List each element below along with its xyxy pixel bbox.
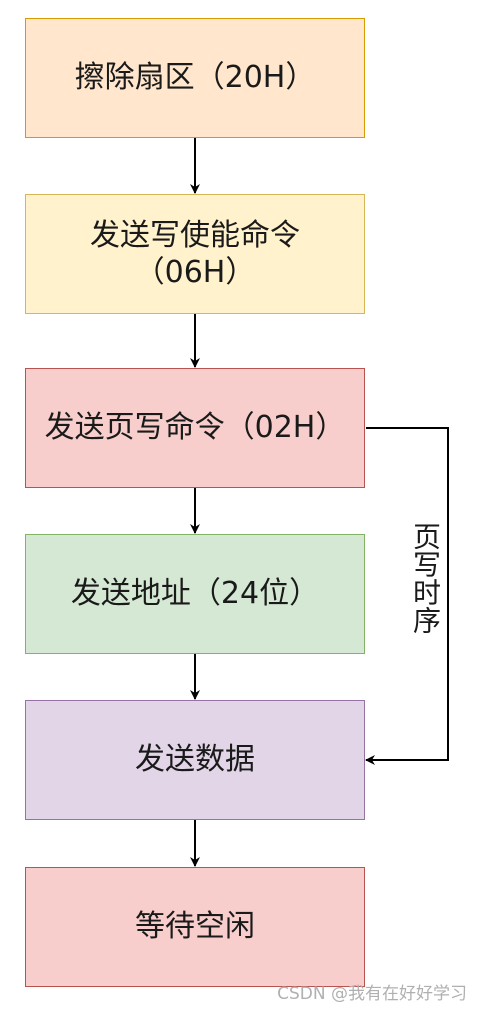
node-erase-sector-label: 擦除扇区（20H）	[74, 60, 316, 96]
watermark: CSDN @我有在好好学习	[277, 984, 467, 1004]
node-page-program: 发送页写命令（02H）	[25, 368, 365, 488]
node-wait-idle: 等待空闲	[25, 867, 365, 987]
node-send-data-label: 发送数据	[135, 742, 255, 778]
node-erase-sector: 擦除扇区（20H）	[25, 18, 365, 138]
node-page-program-label: 发送页写命令（02H）	[44, 410, 346, 446]
node-wait-idle-label: 等待空闲	[135, 909, 255, 945]
node-send-address-label: 发送地址（24位）	[70, 576, 320, 612]
node-write-enable-label-line1: 发送写使能命令	[90, 217, 300, 253]
node-send-data: 发送数据	[25, 700, 365, 820]
node-write-enable: 发送写使能命令 （06H）	[25, 194, 365, 314]
edge-page-program-to-data	[365, 427, 449, 765]
node-send-address: 发送地址（24位）	[25, 534, 365, 654]
edge-label-page-write-timing: 页写时序	[409, 522, 442, 634]
node-write-enable-label-line2: （06H）	[134, 255, 256, 290]
